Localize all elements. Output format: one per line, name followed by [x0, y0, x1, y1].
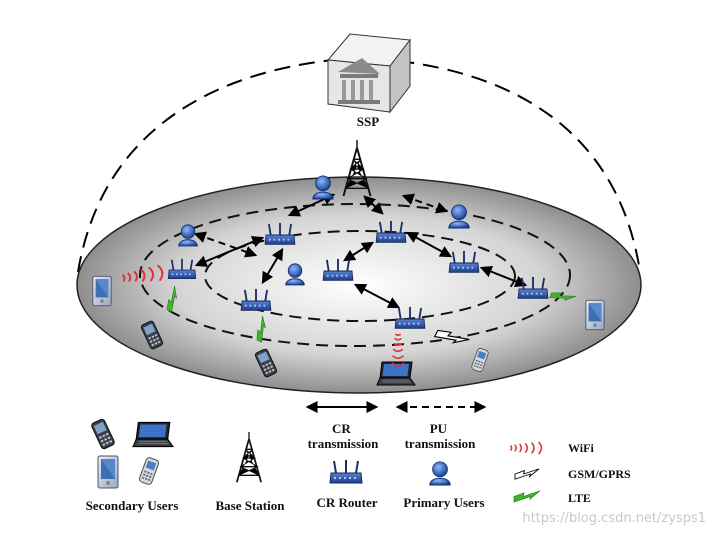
secondary-user-pda-icon	[92, 275, 112, 307]
cr-router-icon	[448, 250, 480, 274]
coverage-area-ellipse	[76, 176, 642, 394]
legend-wifi-label: WiFi	[568, 441, 594, 455]
cr-link	[363, 195, 384, 215]
cr-router-icon	[264, 222, 296, 246]
legend-pda-icon	[97, 455, 119, 489]
legend-pu-transmission-label: PU transmission	[405, 421, 477, 451]
legend-cr-transmission-label: CR transmission	[308, 421, 380, 451]
cr-link	[405, 231, 453, 258]
legend-primary-user-icon	[429, 461, 451, 486]
cr-router-icon	[375, 220, 407, 244]
legend-cr-line2: transmission	[308, 436, 380, 451]
legend-lte-label: LTE	[568, 491, 591, 505]
legend-phone-dark-icon	[90, 417, 116, 451]
legend-secondary-users-label: Secondary Users	[86, 498, 179, 513]
legend-gsm-label: GSM/GPRS	[568, 467, 631, 481]
legend-base-station-icon	[235, 432, 263, 484]
ssp-label: SSP	[357, 114, 379, 129]
cr-router-icon	[240, 288, 272, 312]
legend-base-station-label: Base Station	[216, 498, 286, 513]
pu-link	[401, 193, 449, 214]
legend-lte-icon	[513, 490, 541, 503]
pu-transmission-links	[193, 193, 449, 258]
legend-cr-line1: CR	[332, 421, 351, 436]
legend-wifi-icon	[510, 441, 543, 455]
secondary-user-pda-icon	[585, 299, 605, 331]
legend-cr-router-icon	[329, 459, 363, 484]
cr-link	[261, 247, 284, 285]
legend-primary-users-label: Primary Users	[403, 495, 484, 510]
legend-gsm-icon	[514, 468, 540, 480]
cr-link	[353, 283, 401, 309]
legend-laptop-icon	[132, 421, 174, 448]
cr-router-icon	[167, 258, 197, 280]
base-station-tower-icon	[342, 140, 372, 198]
watermark-text: https://blog.csdn.net/zysps1	[522, 511, 706, 526]
cr-router-icon	[394, 306, 426, 330]
outer-dashed-ring	[139, 203, 571, 347]
ssp-server-icon	[327, 33, 411, 114]
legend-cr-router-label: CR Router	[316, 495, 377, 510]
cr-router-icon	[517, 276, 549, 300]
cr-router-icon	[322, 258, 354, 282]
legend-pu-line2: transmission	[405, 436, 477, 451]
cr-link	[342, 241, 375, 262]
pu-link	[193, 231, 258, 258]
legend-phone-silver-icon	[138, 456, 160, 486]
cr-link	[479, 265, 528, 288]
legend-pu-line1: PU	[430, 421, 448, 436]
legend: Secondary Users Base Station CR transmis…	[86, 401, 631, 513]
